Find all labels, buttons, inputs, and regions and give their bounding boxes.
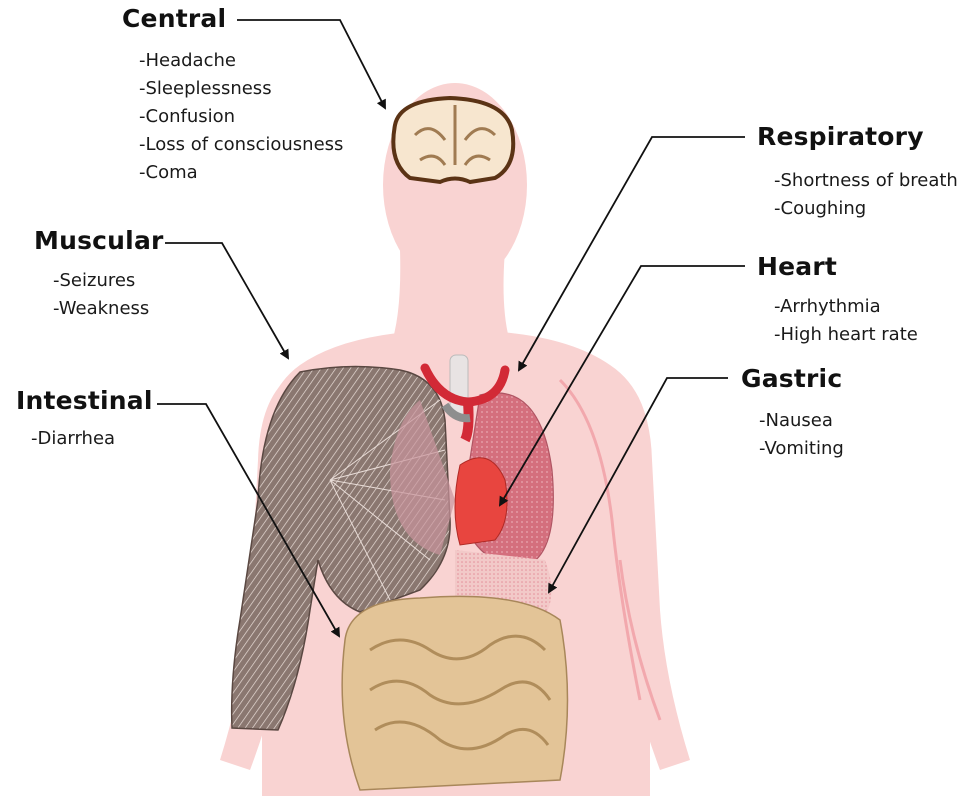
list-item: -Loss of consciousness (139, 131, 343, 159)
intestines (342, 596, 567, 790)
list-item: -Sleeplessness (139, 75, 343, 103)
central-title: Central (122, 4, 343, 33)
list-item: -Seizures (53, 267, 164, 295)
intestinal-title: Intestinal (16, 386, 153, 415)
gastric-group: Gastric -Nausea -Vomiting (741, 364, 844, 463)
list-item: -Vomiting (759, 435, 844, 463)
arrow-muscular (165, 243, 288, 358)
list-item: -Headache (139, 47, 343, 75)
gastric-symptoms: -Nausea -Vomiting (759, 407, 844, 463)
respiratory-symptoms: -Shortness of breath -Coughing (774, 167, 958, 223)
intestinal-group: Intestinal -Diarrhea (16, 386, 153, 453)
list-item: -Diarrhea (31, 425, 153, 453)
brain (393, 98, 513, 182)
muscular-symptoms: -Seizures -Weakness (53, 267, 164, 323)
central-symptoms: -Headache -Sleeplessness -Confusion -Los… (139, 47, 343, 187)
list-item: -Coma (139, 159, 343, 187)
heart-symptoms: -Arrhythmia -High heart rate (774, 293, 918, 349)
muscular-title: Muscular (34, 226, 164, 255)
muscular-group: Muscular -Seizures -Weakness (34, 226, 164, 323)
list-item: -Arrhythmia (774, 293, 918, 321)
list-item: -Weakness (53, 295, 164, 323)
heart-group: Heart -Arrhythmia -High heart rate (757, 252, 918, 349)
intestinal-symptoms: -Diarrhea (31, 425, 153, 453)
gastric-title: Gastric (741, 364, 844, 393)
respiratory-title: Respiratory (757, 122, 958, 151)
list-item: -Shortness of breath (774, 167, 958, 195)
list-item: -Coughing (774, 195, 958, 223)
heart-title: Heart (757, 252, 918, 281)
central-group: Central -Headache -Sleeplessness -Confus… (122, 4, 343, 187)
list-item: -Nausea (759, 407, 844, 435)
list-item: -High heart rate (774, 321, 918, 349)
heart-organ (455, 458, 507, 545)
list-item: -Confusion (139, 103, 343, 131)
respiratory-group: Respiratory -Shortness of breath -Coughi… (757, 122, 958, 223)
arrow-respiratory (519, 137, 745, 370)
